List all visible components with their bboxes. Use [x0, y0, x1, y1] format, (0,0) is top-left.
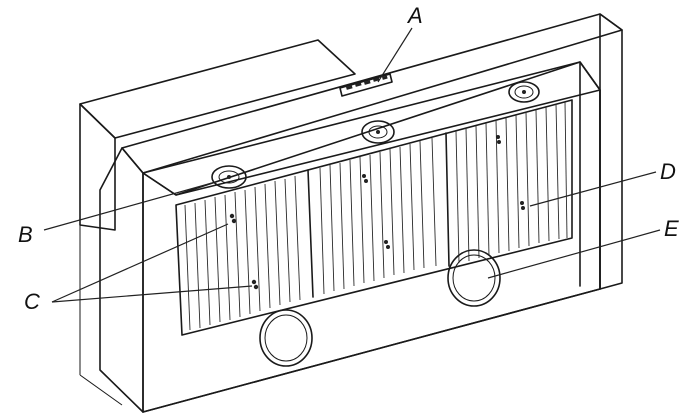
control-panel	[339, 73, 393, 97]
callout-b: B	[18, 222, 33, 247]
hood-body	[99, 13, 623, 413]
leader-d	[529, 171, 657, 207]
light-fixtures	[211, 81, 540, 189]
baffle-filter-left	[184, 175, 301, 331]
callout-a: A	[408, 3, 423, 28]
light-left	[211, 165, 247, 189]
leader-lines	[43, 27, 661, 303]
baffle-filter-bank	[175, 99, 573, 336]
callout-d: D	[660, 159, 676, 184]
leader-b	[43, 182, 213, 231]
light-center	[361, 120, 395, 144]
callout-c: C	[24, 289, 40, 314]
leader-e	[487, 229, 661, 279]
light-right	[508, 81, 540, 103]
blower-inlets	[259, 249, 501, 367]
blower-inlet-left	[259, 309, 313, 367]
hood-upper-box	[79, 39, 356, 406]
leader-a	[377, 27, 413, 83]
leader-c2	[51, 285, 253, 303]
blower-inlet-right	[447, 249, 501, 307]
filter-handles	[229, 135, 525, 290]
leader-c1	[51, 223, 229, 303]
callout-e: E	[664, 216, 679, 241]
baffle-filter-center	[319, 137, 437, 295]
baffle-filter-right	[455, 101, 568, 264]
